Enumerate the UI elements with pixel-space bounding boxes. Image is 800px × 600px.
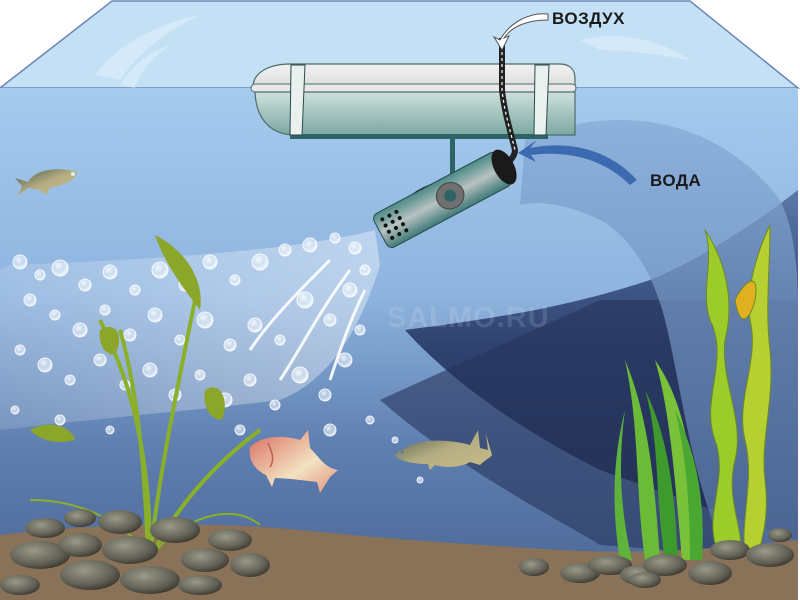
aerator-nozzle bbox=[373, 149, 517, 248]
stones-left bbox=[0, 509, 270, 595]
seaweed-yellow bbox=[704, 224, 772, 556]
fish-top-left bbox=[15, 169, 78, 196]
aerator-float bbox=[250, 63, 577, 178]
water-label: ВОДА bbox=[650, 171, 702, 190]
fish-pink bbox=[249, 430, 338, 493]
tank-top-surface bbox=[0, 0, 800, 89]
seaweed-green bbox=[614, 360, 703, 560]
water-arrow-icon bbox=[518, 140, 637, 185]
plant-left-leaves bbox=[30, 235, 225, 442]
stones-right bbox=[519, 528, 794, 588]
fish-right bbox=[395, 430, 492, 470]
air-label: ВОЗДУХ bbox=[552, 9, 625, 28]
watermark: SALMO.RU bbox=[387, 302, 550, 334]
air-arrow-icon bbox=[492, 13, 549, 52]
